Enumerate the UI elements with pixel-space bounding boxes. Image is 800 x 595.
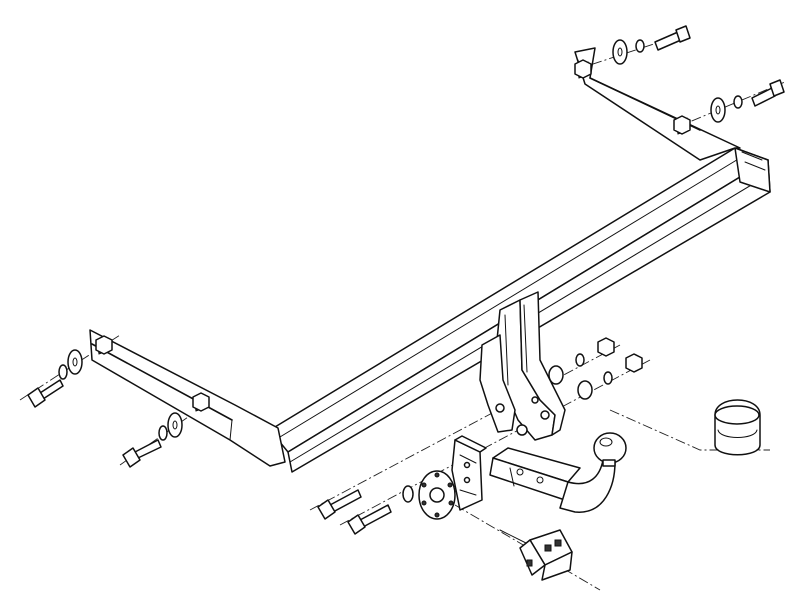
socket-plate <box>418 435 487 520</box>
ball-neck-mount <box>479 291 566 441</box>
left-mounting-bracket <box>89 329 286 467</box>
washer <box>58 39 743 503</box>
bolt <box>27 25 785 535</box>
ball-cover-cap <box>714 399 761 456</box>
nut <box>95 59 691 412</box>
tow-ball-neck <box>489 432 627 513</box>
electrical-connector <box>499 529 573 581</box>
